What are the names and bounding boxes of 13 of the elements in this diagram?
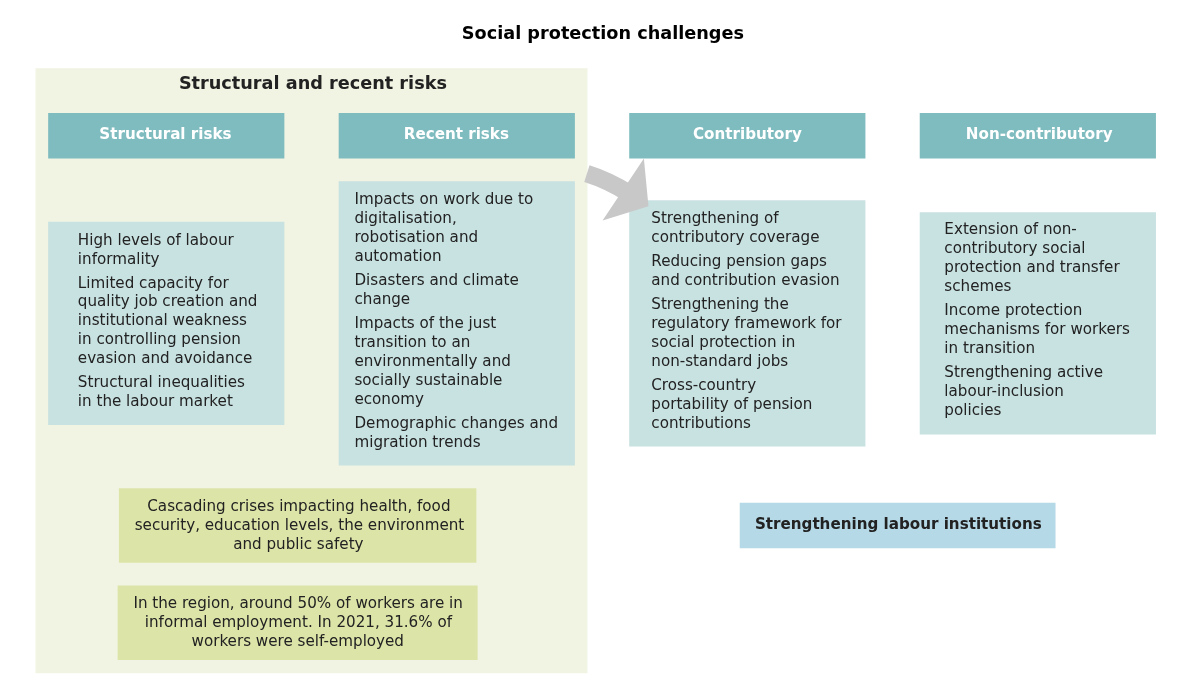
node-box: Non-contributory [919,113,1156,159]
label: Social protection challenges [461,23,744,44]
arrow [584,158,649,221]
node-box: Contributory [629,113,866,159]
node-box: Strengthening labour institutions [739,502,1056,549]
node-box: High levels of labour informality Limited capacity for quality job creation and institutional weakness in controlling pension evasion and avoidance Structural inequalities in the labour market [48,221,285,426]
node-box: In the region, around 50% of workers are in informal employment. In 2021, 31.6% of workers were self-employed [117,585,478,660]
node-box: Strengthening of contributory coverage Reducing pension gaps and contribution evasion Strengthening the regulatory framework for social protection in non-standard jobs Cross-country portability of pension contributions [629,200,866,447]
node-box: Extension of non-contributory social protection and transfer schemes Income protection mechanisms for workers in transition Strengthening active labour-inclusion policies [919,212,1156,435]
node-box: Structural risks [48,113,285,159]
node-box: Recent risks [338,113,575,159]
node-box: Impacts on work due to digitalisation, robotisation and automation Disasters and climate change Impacts of the just transition to an environmentally and socially sustainable economy Demographic changes and migration trends [338,181,575,466]
node-box: Cascading crises impacting health, food security, education levels, the environment and public safety [118,488,477,563]
